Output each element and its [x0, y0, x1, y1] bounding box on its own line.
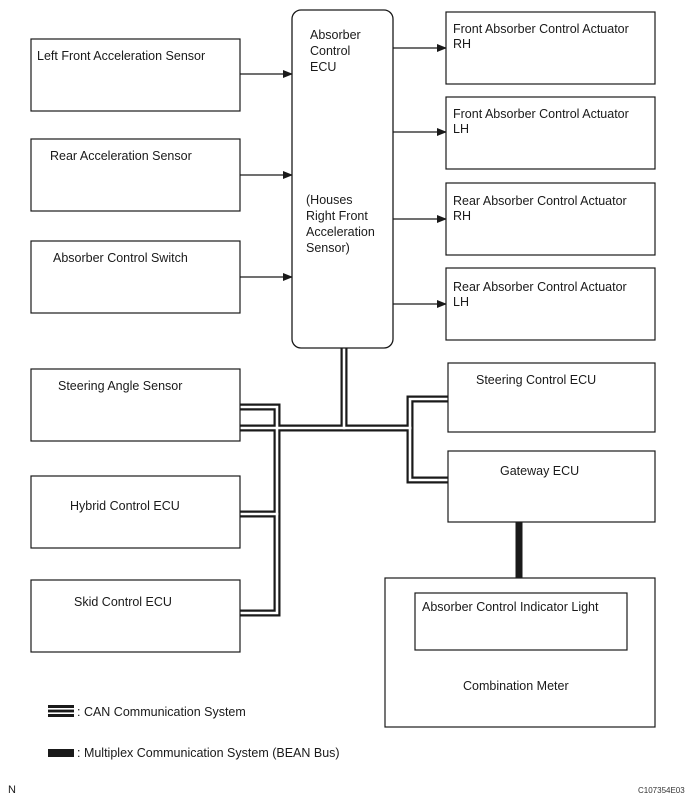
label-rear-actuator-rh: Rear Absorber Control Actuator RH	[453, 194, 630, 223]
ecu-note-line-1: (Houses	[306, 193, 353, 207]
ecu-title-line-2: Control	[310, 44, 350, 58]
front-rh-line-2: RH	[453, 37, 471, 51]
box-absorber-control-ecu: Absorber Control ECU (Houses Right Front…	[291, 9, 394, 349]
label-absorber-control-switch: Absorber Control Switch	[53, 251, 188, 265]
box-front-actuator-rh: Front Absorber Control Actuator RH	[445, 11, 656, 85]
box-absorber-control-indicator-light: Absorber Control Indicator Light	[414, 592, 628, 651]
label-steering-angle-sensor: Steering Angle Sensor	[58, 379, 182, 393]
box-gateway-ecu: Gateway ECU	[447, 450, 656, 523]
box-steering-control-ecu: Steering Control ECU	[447, 362, 656, 433]
box-rear-actuator-lh: Rear Absorber Control Actuator LH	[445, 267, 656, 341]
label-front-actuator-lh: Front Absorber Control Actuator LH	[453, 107, 632, 136]
label-steering-control-ecu: Steering Control ECU	[476, 373, 596, 387]
footer-figure-code: C107354E03	[638, 786, 685, 795]
box-left-front-acceleration-sensor: Left Front Acceleration Sensor	[30, 38, 241, 112]
label-skid-control-ecu: Skid Control ECU	[74, 595, 172, 609]
legend-bean: : Multiplex Communication System (BEAN B…	[48, 746, 340, 760]
box-absorber-control-switch: Absorber Control Switch	[30, 240, 241, 314]
box-rear-acceleration-sensor: Rear Acceleration Sensor	[30, 138, 241, 212]
legend-bean-text: : Multiplex Communication System (BEAN B…	[77, 746, 340, 760]
front-lh-line-1: Front Absorber Control Actuator	[453, 107, 629, 121]
front-rh-line-1: Front Absorber Control Actuator	[453, 22, 629, 36]
front-lh-line-2: LH	[453, 122, 469, 136]
box-rear-actuator-rh: Rear Absorber Control Actuator RH	[445, 182, 656, 256]
box-front-actuator-lh: Front Absorber Control Actuator LH	[445, 96, 656, 170]
box-combination-meter: Absorber Control Indicator Light Combina…	[384, 577, 656, 728]
label-left-front-acceleration-sensor: Left Front Acceleration Sensor	[37, 49, 205, 63]
ecu-note-line-4: Sensor)	[306, 241, 350, 255]
box-skid-control-ecu: Skid Control ECU	[30, 579, 241, 653]
rear-rh-line-2: RH	[453, 209, 471, 223]
rear-lh-line-2: LH	[453, 295, 469, 309]
ecu-title-line-3: ECU	[310, 60, 336, 74]
box-steering-angle-sensor: Steering Angle Sensor	[30, 368, 241, 442]
ecu-note: (Houses Right Front Acceleration Sensor)	[306, 193, 378, 255]
box-hybrid-control-ecu: Hybrid Control ECU	[30, 475, 241, 549]
label-hybrid-control-ecu: Hybrid Control ECU	[70, 499, 180, 513]
label-gateway-ecu: Gateway ECU	[500, 464, 579, 478]
rear-lh-line-1: Rear Absorber Control Actuator	[453, 280, 627, 294]
ecu-title-line-1: Absorber	[310, 28, 361, 42]
label-rear-actuator-lh: Rear Absorber Control Actuator LH	[453, 280, 630, 309]
label-front-actuator-rh: Front Absorber Control Actuator RH	[453, 22, 632, 51]
label-combination-meter: Combination Meter	[463, 679, 569, 693]
legend-can: : CAN Communication System	[48, 705, 246, 719]
ecu-note-line-3: Acceleration	[306, 225, 375, 239]
ecu-note-line-2: Right Front	[306, 209, 368, 223]
can-bus-lines	[236, 344, 452, 617]
ecu-title: Absorber Control ECU	[310, 28, 364, 74]
label-rear-acceleration-sensor: Rear Acceleration Sensor	[50, 149, 192, 163]
legend-can-text: : CAN Communication System	[77, 705, 246, 719]
label-absorber-control-indicator-light: Absorber Control Indicator Light	[422, 600, 599, 614]
footer-left-mark: N	[8, 784, 16, 796]
rear-rh-line-1: Rear Absorber Control Actuator	[453, 194, 627, 208]
